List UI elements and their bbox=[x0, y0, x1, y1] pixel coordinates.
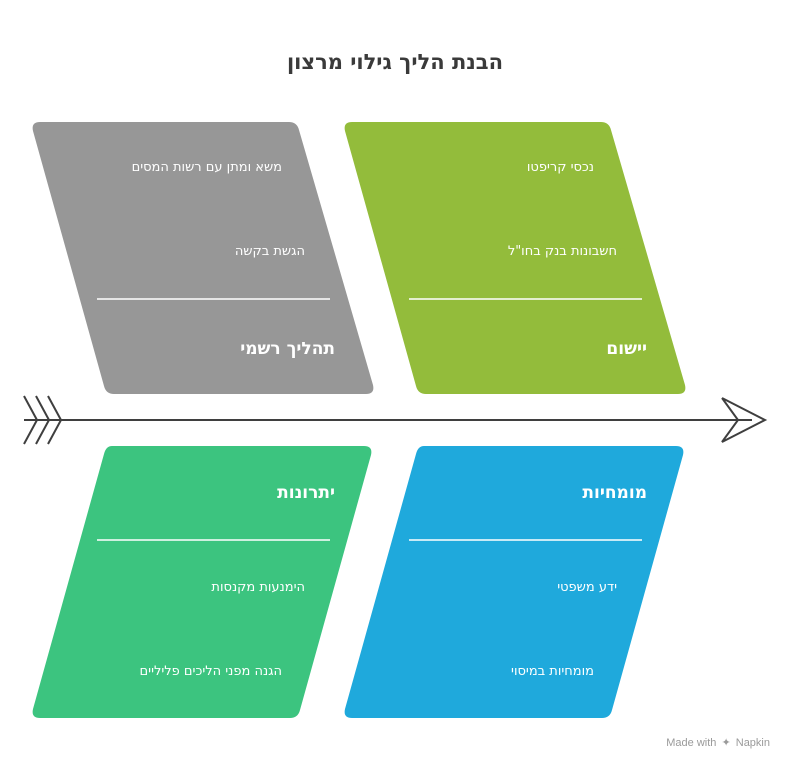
made-with-label: Made with bbox=[666, 737, 717, 749]
advantages-heading: יתרונות bbox=[277, 483, 335, 503]
panel-advantages bbox=[32, 446, 372, 718]
formal-item-1: משא ומתן עם רשות המסים bbox=[131, 160, 282, 175]
spine-arrow bbox=[23, 395, 768, 445]
formal-item-2: הגשת בקשה bbox=[234, 244, 305, 259]
panel-application bbox=[344, 122, 686, 394]
advantages-item-2: הגנה מפני הליכים פליליים bbox=[139, 664, 282, 679]
advantages-item-1: הימנעות מקנסות bbox=[211, 580, 305, 595]
page-title: הבנת הליך גילוי מרצון bbox=[286, 50, 504, 74]
panel-formal bbox=[32, 122, 374, 394]
formal-heading: תהליך רשמי bbox=[240, 339, 335, 359]
napkin-brand: Napkin bbox=[735, 737, 770, 749]
expertise-item-1: ידע משפטי bbox=[557, 580, 617, 595]
application-heading: יישום bbox=[606, 339, 647, 359]
made-with-credit: Made with ✦ Napkin bbox=[666, 736, 770, 749]
panel-expertise bbox=[344, 446, 684, 718]
expertise-item-2: מומחיות במיסוי bbox=[511, 664, 594, 679]
application-item-2: חשבונות בנק בחו"ל bbox=[507, 244, 617, 259]
expertise-heading: מומחיות bbox=[582, 483, 647, 503]
napkin-logo-icon: ✦ bbox=[721, 737, 731, 749]
application-item-1: נכסי קריפטו bbox=[526, 160, 594, 175]
